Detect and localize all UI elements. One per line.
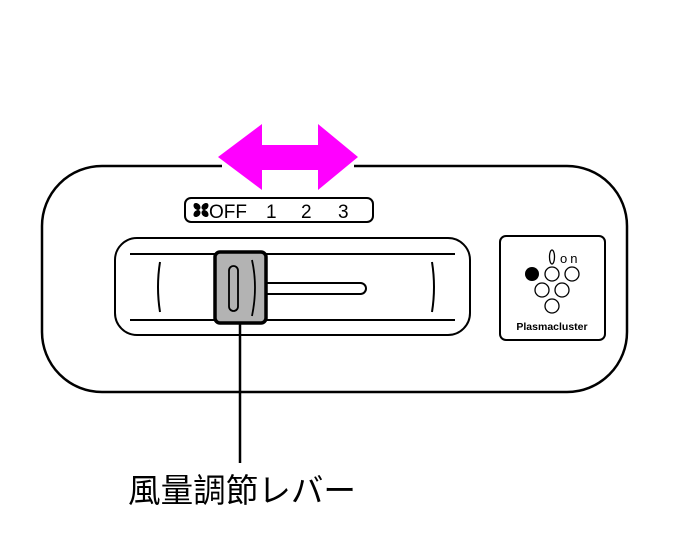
ion-lamp (554, 282, 570, 298)
ion-on-label: on (560, 251, 580, 266)
ion-lamp (544, 266, 560, 282)
scale-off-label: OFF (209, 202, 247, 223)
ion-lamp (564, 266, 580, 282)
slider-track (254, 282, 367, 295)
ion-lamp (534, 282, 550, 298)
scale-level-1: 1 (266, 202, 277, 223)
scale-level-2: 2 (301, 202, 312, 223)
fan-icon (193, 202, 209, 218)
callout-label: 風量調節レバー (128, 471, 356, 510)
plasmacluster-brand-label: Plasmacluster (516, 321, 587, 333)
ion-lamp-lit (525, 267, 539, 281)
ion-lamp (544, 298, 560, 314)
scale-level-3: 3 (338, 202, 349, 223)
fan-scale-box (184, 197, 374, 223)
ion-drop-icon (548, 249, 556, 265)
slide-direction-arrow-icon (218, 124, 358, 190)
fan-speed-lever[interactable] (213, 250, 268, 325)
plasmacluster-indicator: on Plasmacluster (499, 235, 606, 341)
